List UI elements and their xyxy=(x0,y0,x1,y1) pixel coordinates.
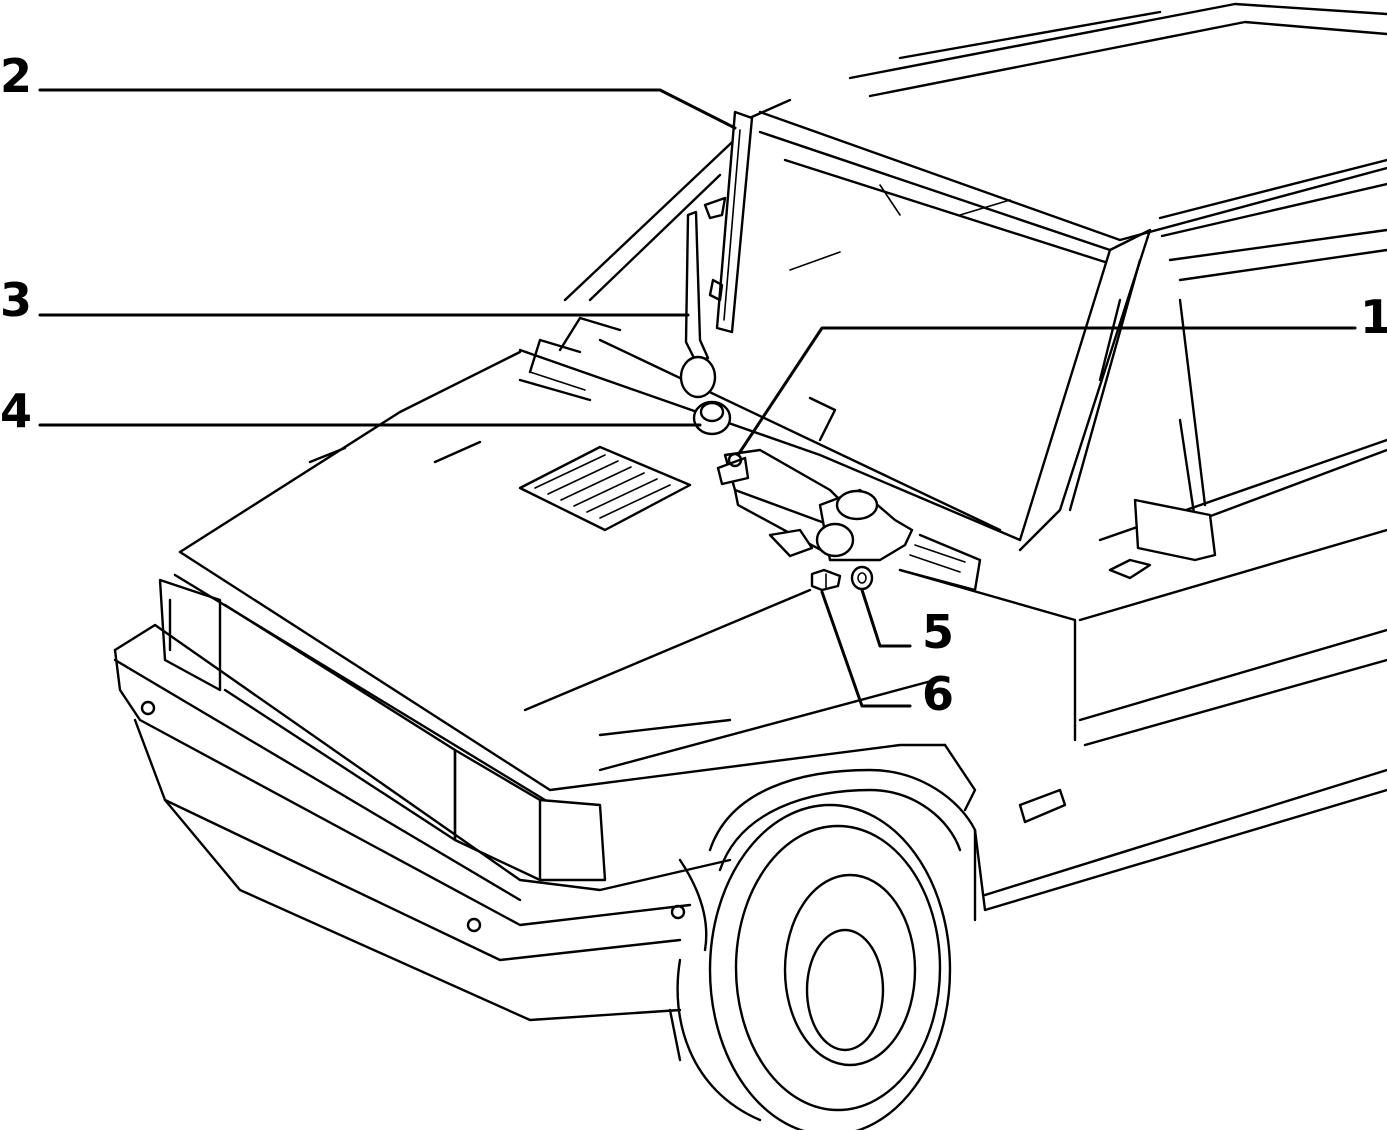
leader-line-6 xyxy=(820,590,912,708)
callout-labels: 2 3 4 1 5 6 xyxy=(0,49,1387,721)
leader-lines xyxy=(38,88,1357,708)
wiper-arm-part xyxy=(679,210,717,399)
car-body-illustration xyxy=(113,2,1387,1130)
callout-number-1: 1 xyxy=(1360,290,1387,344)
spindle-nut-part xyxy=(692,400,732,436)
wiper-blade-part xyxy=(703,110,754,334)
callout-number-2: 2 xyxy=(0,49,32,103)
leader-line-5 xyxy=(860,588,912,648)
callout-number-3: 3 xyxy=(0,273,32,327)
wiper-motor-assembly-part xyxy=(716,448,914,562)
callout-number-5: 5 xyxy=(922,605,954,659)
leader-line-2 xyxy=(38,88,737,130)
callout-number-4: 4 xyxy=(0,384,32,438)
leader-line-1 xyxy=(736,326,1357,457)
callout-number-6: 6 xyxy=(922,667,954,721)
mounting-bolt-part xyxy=(810,568,842,592)
washer-part xyxy=(850,565,874,591)
